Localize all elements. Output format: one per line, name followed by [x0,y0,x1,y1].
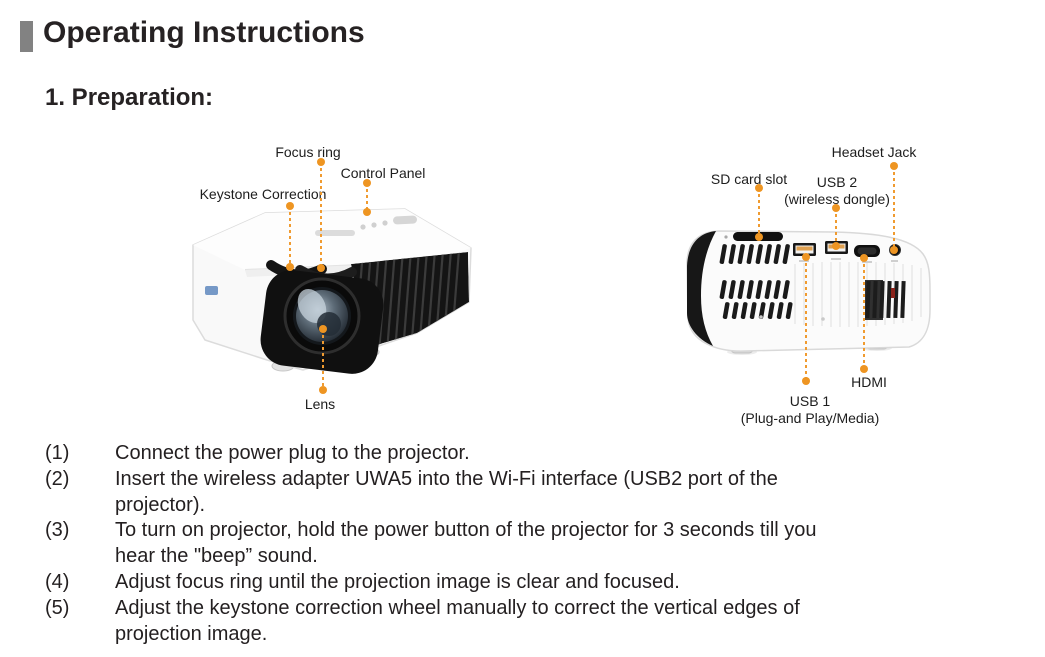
label-usb2-line1: USB 2 [816,174,858,190]
usb1-port [793,243,816,256]
instruction-item-1: (1) Connect the power plug to the projec… [45,441,1005,467]
instruction-text: Adjust focus ring until the projection i… [115,570,680,593]
leader-sd-card-slot [755,184,763,241]
label-control-panel: Control Panel [340,165,426,181]
label-usb1-line1: USB 1 [789,393,831,409]
instruction-number: (4) [45,570,70,593]
label-focus-ring: Focus ring [275,144,341,160]
label-lens: Lens [304,396,336,412]
red-indicator [891,288,895,298]
label-usb1: USB 1 (Plug-and Play/Media) [741,393,880,427]
instruction-text: Adjust the keystone correction wheel man… [115,596,800,645]
lens [283,277,361,355]
leader-headset-jack [890,162,898,254]
figure-area: Focus ring Control Panel Keystone Correc… [192,144,931,427]
port-labels [799,258,898,263]
screw [724,235,728,239]
control-panel-buttons [360,215,417,230]
leader-control-panel [363,179,371,216]
label-headset-jack: Headset Jack [831,144,917,160]
leader-usb1 [802,253,810,385]
instruction-text: Insert the wireless adapter UWA5 into th… [115,467,778,516]
section-title: 1. Preparation: [45,84,214,111]
projector-rear-illustration [686,230,931,355]
rear-vents-right [865,280,906,320]
instruction-number: (2) [45,467,70,490]
screw [759,315,763,319]
instruction-number: (3) [45,519,70,542]
page-title: Operating Instructions [43,16,365,49]
top-vent-slot [315,230,355,236]
instruction-item-2: (2) Insert the wireless adapter UWA5 int… [45,467,1005,519]
label-hdmi: HDMI [851,374,887,390]
instruction-item-4: (4) Adjust focus ring until the projecti… [45,570,1005,596]
instruction-item-5: (5) Adjust the keystone correction wheel… [45,596,1005,648]
projector-top-face [193,209,471,270]
label-keystone-correction: Keystone Correction [199,186,327,202]
heading-marker-bar [20,21,33,52]
instruction-text: To turn on projector, hold the power but… [115,519,817,568]
leader-hdmi [860,254,868,373]
label-usb2: USB 2 (wireless dongle) [784,174,890,208]
rear-vents-left [719,244,793,319]
screw [821,317,825,321]
leader-keystone-correction [286,202,294,271]
leader-lens [319,325,327,394]
side-edge [687,231,716,346]
instruction-number: (5) [45,596,70,619]
leader-usb2 [832,204,840,250]
brand-logo [205,286,218,295]
label-usb2-line2: (wireless dongle) [784,191,890,207]
instruction-text: Connect the power plug to the projector. [115,442,470,464]
instruction-item-3: (3) To turn on projector, hold the power… [45,518,1005,570]
projector-front-illustration [192,208,472,374]
label-usb1-line2: (Plug-and Play/Media) [740,410,880,426]
leader-focus-ring [317,158,325,272]
instruction-list: (1) Connect the power plug to the projec… [45,441,1005,647]
label-sd-card-slot: SD card slot [710,171,788,187]
instruction-number: (1) [45,442,70,464]
